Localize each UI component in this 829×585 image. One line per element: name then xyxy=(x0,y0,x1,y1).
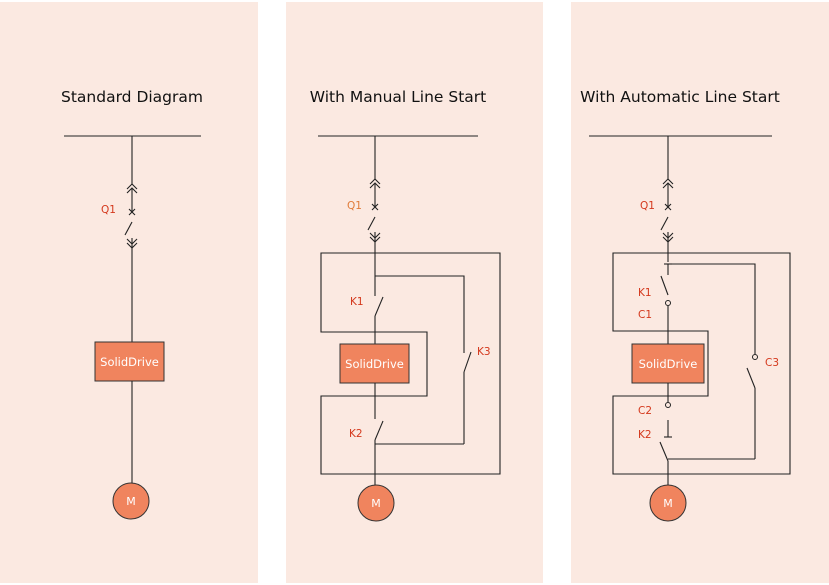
k2-label: K2 xyxy=(349,428,363,440)
c2-label: C2 xyxy=(638,405,652,417)
motor xyxy=(357,484,395,522)
contactor-c3 xyxy=(746,367,756,389)
k2-label: K2 xyxy=(638,429,652,441)
breaker-q1 xyxy=(660,178,674,243)
contactor-c3-pivot xyxy=(752,354,758,360)
soliddrive-label: SolidDrive xyxy=(345,357,404,371)
soliddrive-box xyxy=(94,341,165,382)
soliddrive-box xyxy=(339,343,410,384)
breaker-q1 xyxy=(124,183,138,249)
motor-label: M xyxy=(126,495,136,508)
q1-label: Q1 xyxy=(640,200,655,212)
manual-line-start-diagram: With Manual Line Start Q1 K3 K1 xyxy=(310,88,501,522)
motor xyxy=(112,482,150,520)
bypass-loop xyxy=(612,252,791,475)
soliddrive-box xyxy=(631,343,705,384)
motor xyxy=(649,484,687,522)
q1-label: Q1 xyxy=(347,200,362,212)
standard-diagram: Standard Diagram Q1 SolidDrive M xyxy=(61,88,203,520)
k1-label: K1 xyxy=(350,296,364,308)
title-manual: With Manual Line Start xyxy=(310,88,486,106)
motor-label: M xyxy=(371,497,381,510)
soliddrive-label: SolidDrive xyxy=(639,357,698,371)
contactor-k2 xyxy=(659,441,669,462)
k3-wire xyxy=(375,275,465,346)
automatic-line-start-diagram: With Automatic Line Start Q1 C3 xyxy=(580,88,791,522)
bypass-loop xyxy=(320,252,501,475)
q1-label: Q1 xyxy=(101,204,116,216)
k1-label: K1 xyxy=(638,287,652,299)
soliddrive-label: SolidDrive xyxy=(100,355,159,369)
c3-wire xyxy=(668,263,756,354)
c1-label: C1 xyxy=(638,309,652,321)
c2-pivot xyxy=(665,402,671,408)
title-automatic: With Automatic Line Start xyxy=(580,88,780,106)
contactor-k3 xyxy=(463,351,472,373)
breaker-q1 xyxy=(367,178,381,243)
k3-label: K3 xyxy=(477,346,491,358)
contactor-k2 xyxy=(374,420,384,441)
title-standard: Standard Diagram xyxy=(61,88,203,106)
contactor-k1 xyxy=(660,275,669,296)
contactor-k1 xyxy=(374,296,384,317)
panel-automatic-line-start xyxy=(571,2,829,583)
c1-pivot xyxy=(665,300,671,306)
c3-label: C3 xyxy=(765,357,779,369)
motor-label: M xyxy=(663,497,673,510)
